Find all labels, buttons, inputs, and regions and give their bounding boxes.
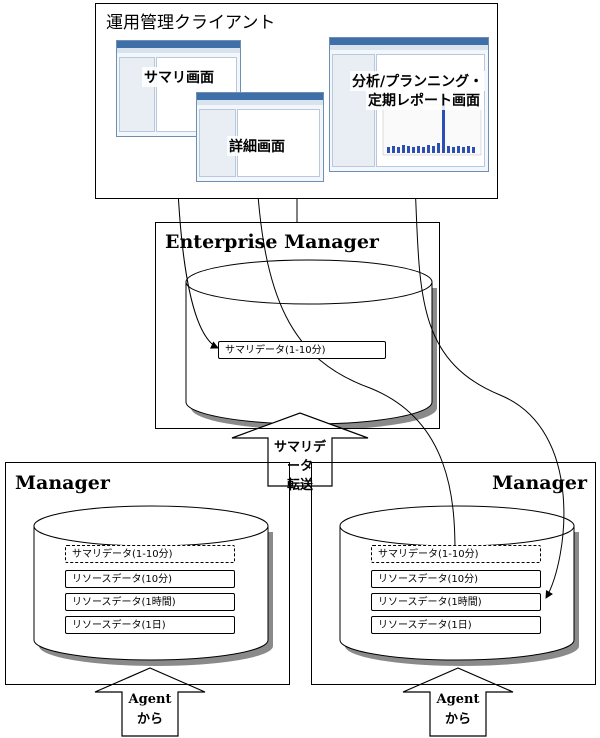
manager-left-resource-1day: リソースデータ(1日) <box>65 616 235 634</box>
transfer-label-line2: 転送 <box>286 478 313 493</box>
manager-right-resource-1hour: リソースデータ(1時間) <box>371 593 541 611</box>
manager-right-summary-data: サマリデータ(1-10分) <box>371 545 541 563</box>
manager-left-box: Manager <box>5 462 290 685</box>
agent-right-label: Agent から <box>430 690 486 730</box>
analysis-screen-connector <box>410 175 565 599</box>
detail-screen-thumbnail <box>196 92 324 182</box>
em-summary-data-item: サマリデータ(1-10分) <box>218 341 386 359</box>
enterprise-manager-box: Enterprise Manager <box>155 222 440 429</box>
manager-left-resource-10min: リソースデータ(10分) <box>65 570 235 588</box>
manager-right-title: Manager <box>492 472 587 494</box>
manager-left-title: Manager <box>15 472 110 494</box>
agent-right-line2: から <box>444 712 471 727</box>
client-title: 運用管理クライアント <box>106 13 276 33</box>
enterprise-manager-title: Enterprise Manager <box>165 231 379 253</box>
manager-right-resource-10min: リソースデータ(10分) <box>371 570 541 588</box>
manager-left-summary-data: サマリデータ(1-10分) <box>65 545 235 563</box>
transfer-label-line1: サマリデータ <box>273 440 326 474</box>
agent-left-line2: から <box>136 712 163 727</box>
agent-arrow-right <box>402 667 514 737</box>
agent-left-label: Agent から <box>122 690 178 730</box>
analysis-bar-graph <box>382 95 482 156</box>
transfer-label: サマリデータ 転送 <box>268 438 332 495</box>
agent-arrow-left <box>94 667 206 737</box>
client-box: 運用管理クライアント サマリ画面 詳細画面 <box>95 3 498 199</box>
agent-left-line1: Agent <box>128 692 172 707</box>
analysis-screen-label-line1: 分析/プランニング・ <box>350 71 486 91</box>
manager-right-resource-1day: リソースデータ(1日) <box>371 616 541 634</box>
manager-left-resource-1hour: リソースデータ(1時間) <box>65 593 235 611</box>
manager-right-box: Manager <box>311 462 596 685</box>
analysis-screen-label-line2: 定期レポート画面 <box>366 90 482 110</box>
detail-screen-label: 詳細画面 <box>227 136 287 156</box>
summary-screen-label: サマリ画面 <box>142 67 216 87</box>
agent-right-line1: Agent <box>436 692 480 707</box>
